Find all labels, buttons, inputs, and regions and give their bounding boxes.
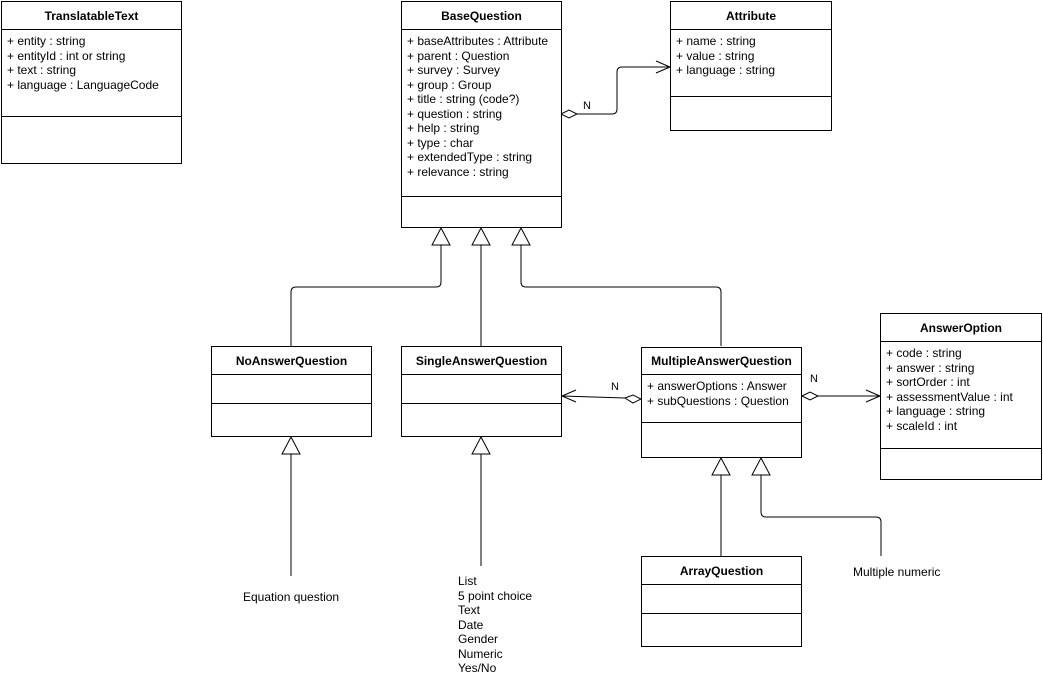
attribute-row: + question : string xyxy=(407,106,503,121)
multiplicity-multiple-single: N xyxy=(611,381,619,393)
attribute-row: + parent : Question xyxy=(407,48,510,63)
type-item: Text xyxy=(458,603,481,617)
type-item: Yes/No xyxy=(458,661,497,675)
diamond-multiple-answeroption xyxy=(800,391,820,401)
diamond-multiple-single xyxy=(623,394,643,404)
attribute-row: + assessmentValue : int xyxy=(886,389,1013,404)
triangle-single-base xyxy=(471,226,491,246)
triangle-noanswer-base xyxy=(431,226,451,246)
class-no-answer-question[interactable]: NoAnswerQuestion xyxy=(211,346,372,437)
attribute-row: + language : LanguageCode xyxy=(7,77,159,92)
attribute-row: + text : string xyxy=(7,63,77,77)
class-name: SingleAnswerQuestion xyxy=(402,347,561,375)
class-array-question[interactable]: ArrayQuestion xyxy=(641,556,802,647)
attribute-row: + type : char xyxy=(407,135,474,150)
attribute-row: + language : string xyxy=(676,63,776,77)
type-item: Numeric xyxy=(458,646,503,661)
edge-base-to-attribute xyxy=(577,66,670,115)
triangle-types-single xyxy=(471,435,491,455)
class-name: AnswerOption xyxy=(881,314,1041,342)
class-name: Attribute xyxy=(671,2,831,30)
class-name: TranslatableText xyxy=(2,2,181,30)
triangle-numeric-multiple xyxy=(751,456,771,476)
triangle-array-multiple xyxy=(711,456,731,476)
attribute-row: + extendedType : string xyxy=(407,150,533,164)
attribute-row: + code : string xyxy=(886,346,962,360)
class-name: NoAnswerQuestion xyxy=(212,347,371,375)
note-single-answer-types: List 5 point choice Text Date Gender Num… xyxy=(458,574,532,676)
class-multiple-answer-question[interactable]: MultipleAnswerQuestion + answerOptions :… xyxy=(641,347,802,458)
edge-numeric-to-multiple xyxy=(760,475,882,556)
attribute-row: + survey : Survey xyxy=(407,63,501,77)
attribute-row: + entityId : int or string xyxy=(7,48,126,63)
class-attribute[interactable]: Attribute + name : string + value : stri… xyxy=(670,1,832,131)
triangle-equation-noanswer xyxy=(281,435,301,455)
edge-noanswer-to-base xyxy=(290,245,442,346)
class-attributes: + baseAttributes : Attribute + parent : … xyxy=(402,30,561,197)
attribute-row: + scaleId : int xyxy=(886,418,958,433)
class-single-answer-question[interactable]: SingleAnswerQuestion xyxy=(401,346,562,437)
attribute-row: + sortOrder : int xyxy=(886,375,970,389)
multiplicity-base-attribute: N xyxy=(583,100,591,112)
class-answer-option[interactable]: AnswerOption + code : string + answer : … xyxy=(880,313,1042,480)
class-attributes xyxy=(402,375,561,404)
attribute-row: + language : string xyxy=(886,404,986,418)
edge-multiple-to-base xyxy=(520,245,722,346)
class-attributes: + code : string + answer : string + sort… xyxy=(881,342,1041,449)
type-item: Date xyxy=(458,617,484,632)
class-translatable-text[interactable]: TranslatableText + entity : string + ent… xyxy=(1,1,182,164)
attribute-row: + answerOptions : Answer xyxy=(647,379,787,393)
class-attributes: + name : string + value : string + langu… xyxy=(671,30,831,97)
attribute-row: + baseAttributes : Attribute xyxy=(407,34,549,48)
class-attributes: + answerOptions : Answer + subQuestions … xyxy=(642,375,801,423)
type-item: List xyxy=(458,574,477,588)
arrowhead-single xyxy=(560,389,577,403)
edge-multiple-to-single xyxy=(561,395,626,399)
triangle-multiple-base xyxy=(511,226,531,246)
type-item: Gender xyxy=(458,632,499,646)
class-name: BaseQuestion xyxy=(402,2,561,30)
diamond-base-attribute xyxy=(559,109,579,119)
type-item: 5 point choice xyxy=(458,588,533,603)
note-multiple-numeric: Multiple numeric xyxy=(853,565,941,579)
attribute-row: + subQuestions : Question xyxy=(647,393,789,408)
class-name: ArrayQuestion xyxy=(642,557,801,585)
class-base-question[interactable]: BaseQuestion + baseAttributes : Attribut… xyxy=(401,1,562,228)
class-attributes: + entity : string + entityId : int or st… xyxy=(2,30,181,117)
class-name: MultipleAnswerQuestion xyxy=(642,348,801,375)
attribute-row: + relevance : string xyxy=(407,164,509,179)
attribute-row: + help : string xyxy=(407,121,480,135)
attribute-row: + group : Group xyxy=(407,77,492,92)
attribute-row: + entity : string xyxy=(7,34,86,48)
class-attributes xyxy=(212,375,371,404)
attribute-row: + value : string xyxy=(676,48,755,63)
attribute-row: + title : string (code?) xyxy=(407,92,520,106)
attribute-row: + name : string xyxy=(676,34,756,48)
class-attributes xyxy=(642,585,801,614)
note-equation-question: Equation question xyxy=(243,590,340,604)
attribute-row: + answer : string xyxy=(886,360,975,375)
multiplicity-multiple-answeroption: N xyxy=(810,373,818,385)
